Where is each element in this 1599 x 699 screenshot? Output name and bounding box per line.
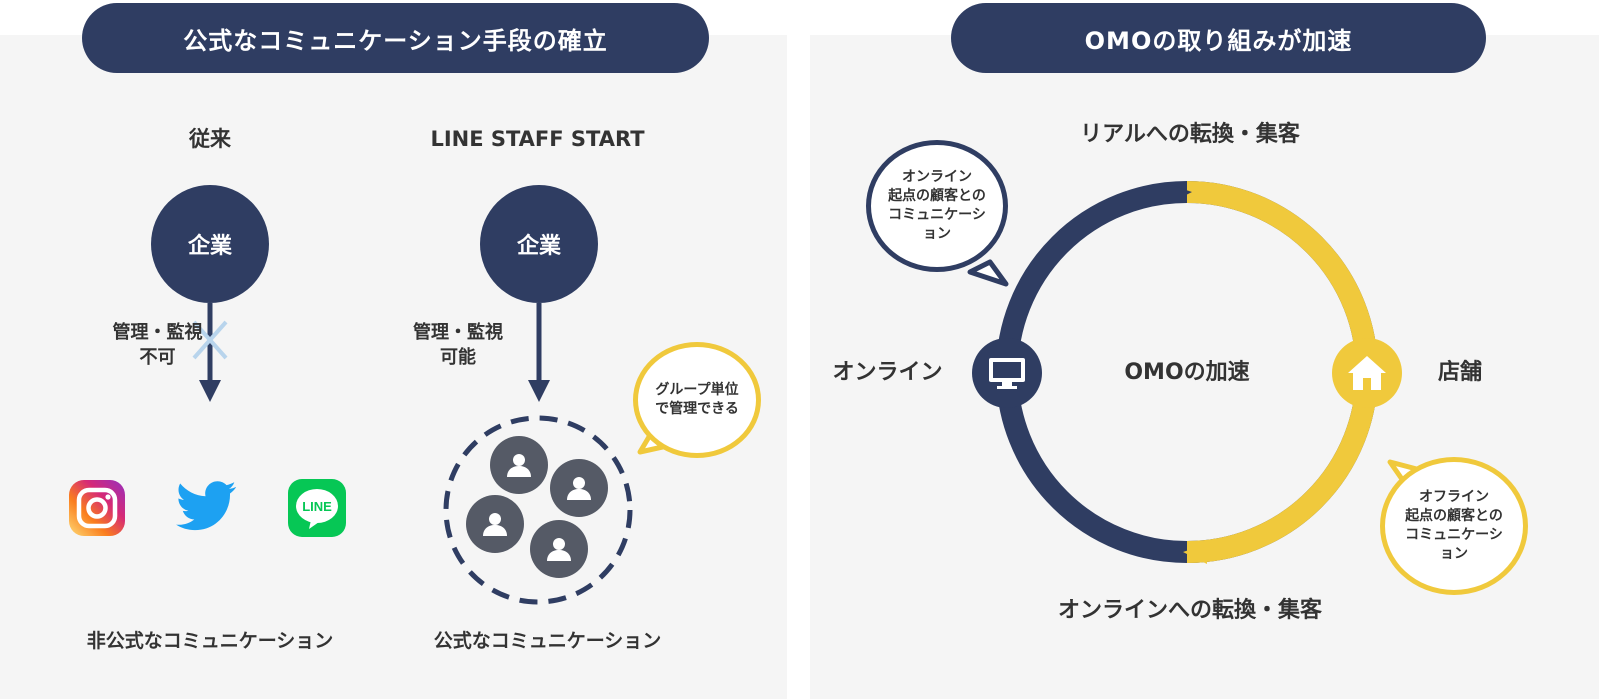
- top-label: リアルへの転換・集客: [1080, 122, 1300, 147]
- group-dashed-circle: [443, 415, 633, 605]
- staff-caption: 公式なコミュニケーション: [433, 630, 662, 652]
- staff-company-label: 企業: [516, 234, 561, 259]
- online-bubble: オンライン 起点の顧客との コミュニケーシ ョン: [866, 140, 1008, 272]
- twitter-icon: [176, 480, 238, 540]
- traditional-note-line2: 不可: [139, 347, 176, 368]
- staff-note-line2: 可能: [440, 347, 476, 368]
- staff-bubble: グループ単位 で管理できる: [633, 342, 761, 458]
- offline-bubble-text: オフライン 起点の顧客との コミュニケーシ ョン: [1405, 489, 1503, 562]
- online-bubble-tail: [967, 259, 1009, 287]
- traditional-company-circle: 企業: [151, 185, 269, 303]
- center-label: OMOの加速: [1124, 360, 1250, 385]
- cycle-arrow-top: [1168, 184, 1192, 204]
- group-member-avatar: [550, 459, 608, 517]
- staff-company-circle: 企業: [480, 185, 598, 303]
- right-panel-title-text: OMOの取り組みが加速: [1084, 26, 1353, 55]
- person-icon: [483, 513, 507, 536]
- person-icon: [507, 454, 531, 477]
- staff-note: 管理・監視 可能: [398, 320, 518, 370]
- group-member-avatar: [530, 520, 588, 578]
- staff-arrow-head: [528, 380, 550, 402]
- online-label: オンライン: [832, 360, 943, 385]
- person-icon: [567, 477, 591, 500]
- staff-bubble-text: グループ単位 で管理できる: [655, 382, 739, 417]
- left-panel-title: 公式なコミュニケーション手段の確立: [82, 3, 709, 73]
- store-label: 店舗: [1437, 360, 1482, 385]
- cross-line-2: [192, 320, 228, 360]
- cycle-arrow-bottom: [1183, 544, 1207, 564]
- online-bubble-text: オンライン 起点の顧客との コミュニケーシ ョン: [888, 169, 986, 242]
- group-member-avatar: [490, 436, 548, 494]
- staff-note-line1: 管理・監視: [413, 322, 503, 343]
- line-icon: LINE: [287, 478, 347, 538]
- traditional-arrow-head: [199, 380, 221, 402]
- traditional-caption: 非公式なコミュニケーション: [86, 630, 334, 652]
- traditional-heading: 従来: [189, 127, 231, 151]
- instagram-icon: [67, 478, 127, 538]
- left-panel-title-text: 公式なコミュニケーション手段の確立: [183, 26, 608, 55]
- traditional-note-line1: 管理・監視: [112, 322, 203, 343]
- staff-start-heading: LINE STAFF START: [430, 127, 645, 151]
- traditional-company-label: 企業: [187, 234, 232, 259]
- group-member-avatar: [466, 495, 524, 553]
- home-icon: [1332, 338, 1402, 408]
- bottom-label: オンラインへの転換・集客: [1057, 598, 1322, 623]
- person-icon: [547, 538, 571, 561]
- line-logo-text: LINE: [302, 499, 332, 514]
- offline-bubble: オフライン 起点の顧客との コミュニケーシ ョン: [1380, 457, 1528, 595]
- monitor-icon: [972, 338, 1042, 408]
- right-panel-title: OMOの取り組みが加速: [951, 3, 1486, 73]
- traditional-note: 管理・監視 不可: [110, 320, 310, 370]
